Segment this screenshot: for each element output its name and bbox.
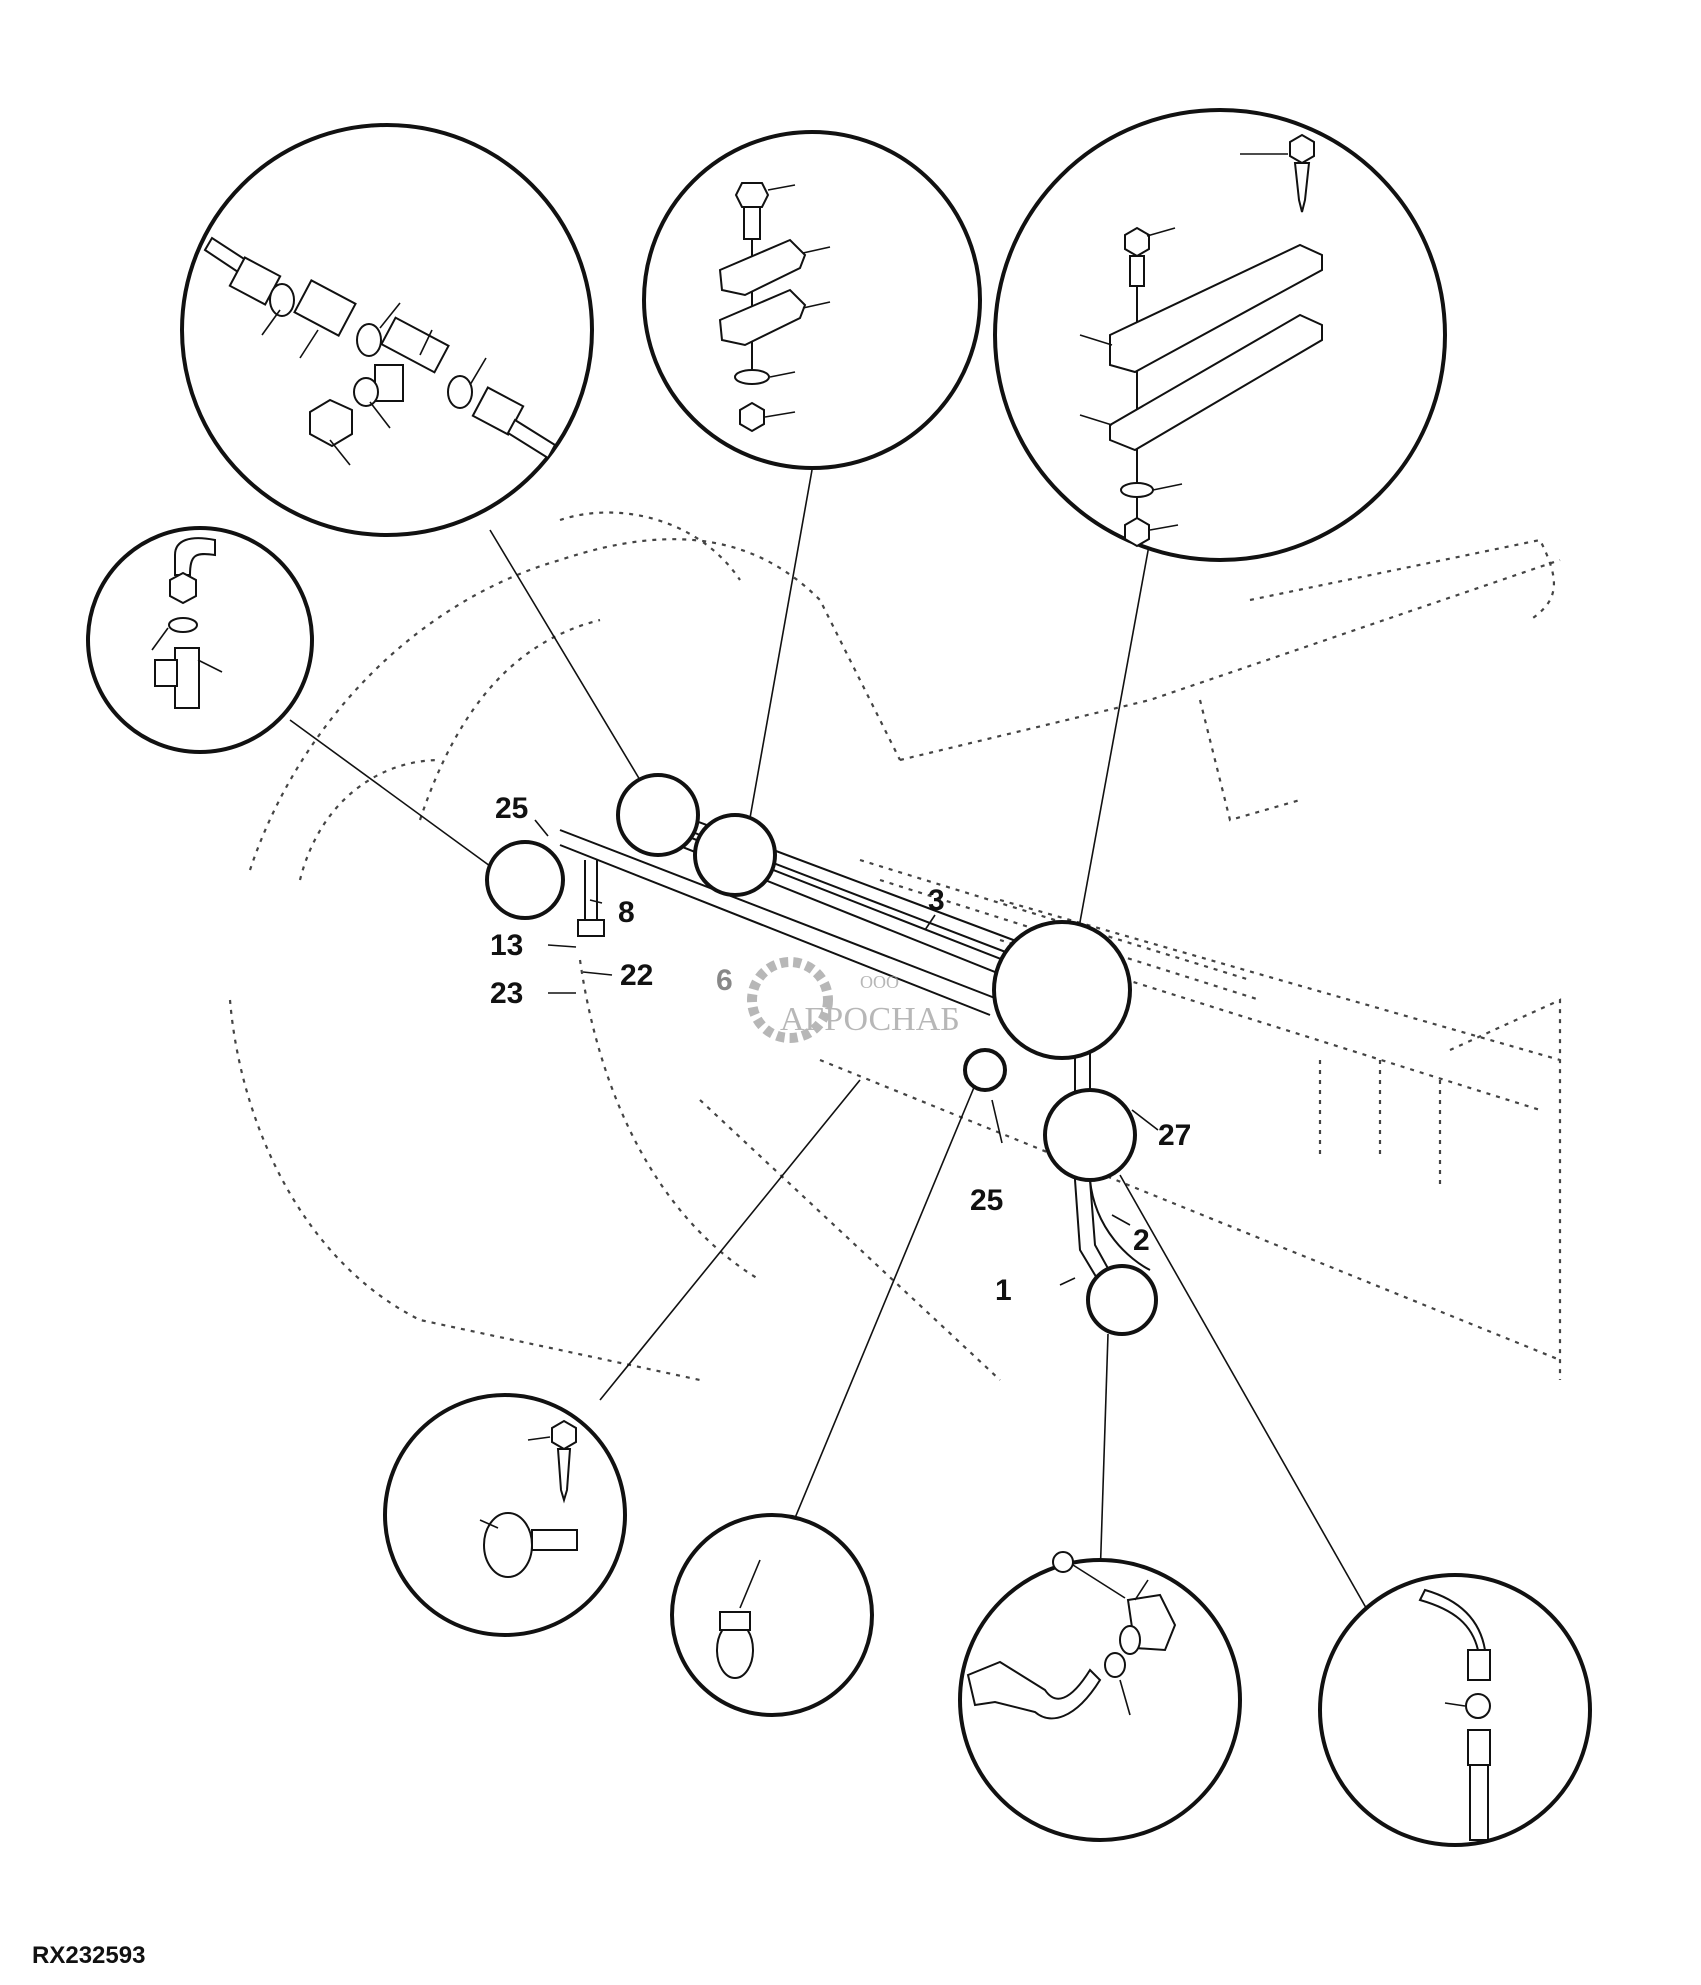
callout-1: 1 <box>995 1274 1012 1307</box>
locator-circle-clamp-large <box>992 920 1132 1060</box>
locator-circle-clamp-small <box>693 813 777 897</box>
figure-code: RX232593 <box>32 1942 146 1969</box>
callout-22: 22 <box>620 959 653 992</box>
detail-clamp-small <box>642 130 982 470</box>
callout-2: 2 <box>1133 1224 1150 1257</box>
watermark-logo: ООО АГРОСНАБ <box>747 957 960 1043</box>
callout-23: 23 <box>490 977 523 1010</box>
callout-3: 3 <box>928 884 945 917</box>
main-callouts: 25 8 13 22 23 3 6 25 27 2 1 <box>490 792 1191 1307</box>
locator-circle-elbow <box>485 840 565 920</box>
callout-27: 27 <box>1158 1119 1191 1152</box>
locator-circle-tee <box>616 773 700 857</box>
detail-clamp-large <box>993 108 1447 562</box>
detail-hose-clamp <box>670 1513 874 1717</box>
detail-line-oring <box>1318 1573 1592 1847</box>
callout-13: 13 <box>490 929 523 962</box>
detail-elbow-tee <box>86 526 314 754</box>
detail-fitting-tee <box>180 123 594 537</box>
engine-background <box>228 511 1562 1382</box>
watermark-prefix: ООО <box>860 972 899 992</box>
callout-25: 25 <box>495 792 528 825</box>
detail-clamp-bolt <box>383 1393 627 1637</box>
locator-circle-sensor <box>1086 1264 1158 1336</box>
leader-lines <box>289 469 1391 1651</box>
detail-sensor <box>958 1551 1242 1842</box>
callout-25: 25 <box>970 1184 1003 1217</box>
locator-circle-hose-clamp <box>963 1048 1007 1092</box>
callout-8: 8 <box>618 896 635 929</box>
callout-6: 6 <box>716 964 733 997</box>
locator-circle-line <box>1043 1088 1137 1182</box>
watermark-name: АГРОСНАБ <box>780 1001 960 1038</box>
